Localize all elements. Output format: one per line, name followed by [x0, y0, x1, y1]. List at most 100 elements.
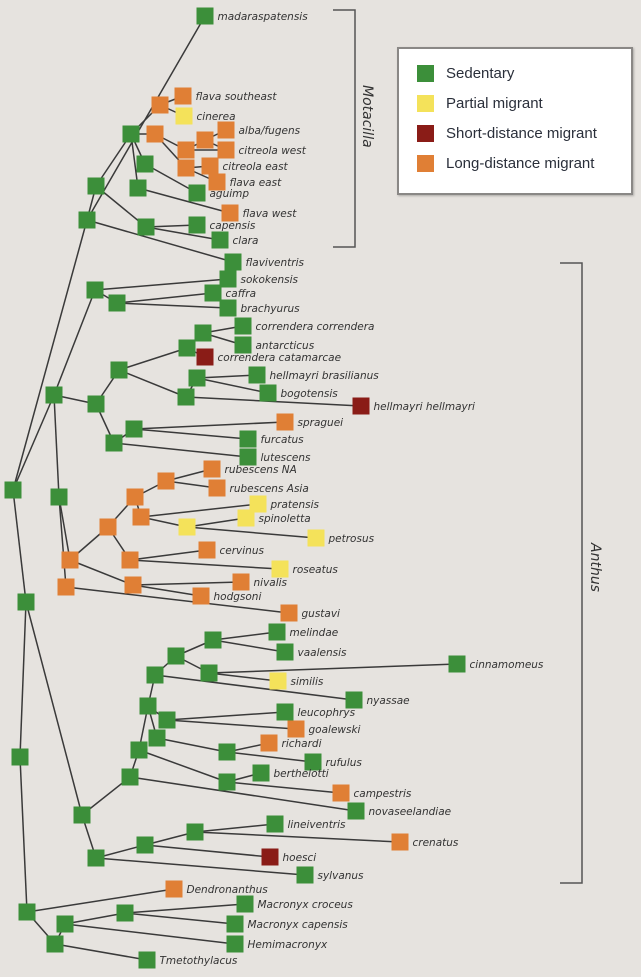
ancestral-node	[78, 211, 96, 229]
tree-branch	[124, 903, 246, 914]
tree-branch	[194, 831, 401, 843]
tree-branch	[133, 421, 286, 430]
ancestral-node	[146, 125, 164, 143]
leaf-node-rubescens-na	[203, 460, 221, 478]
leaf-label-similis: similis	[291, 676, 324, 688]
leaf-label-flava-east: flava east	[230, 177, 283, 189]
leaf-label-caffra: caffra	[226, 288, 257, 300]
leaf-node-madaraspatensis	[196, 7, 214, 25]
leaf-node-spraguei	[276, 413, 294, 431]
tree-branch	[140, 503, 259, 518]
ancestral-node	[17, 593, 35, 611]
leaf-node-sylvanus	[296, 866, 314, 884]
leaf-node-caffra	[204, 284, 222, 302]
leaf-label-vaalensis: vaalensis	[298, 647, 348, 659]
leaf-label-correndera-correndera: correndera correndera	[256, 321, 375, 333]
tree-branch	[118, 347, 188, 371]
leaf-node-correndera-catamarcae	[196, 348, 214, 366]
ancestral-node	[158, 711, 176, 729]
ancestral-node	[218, 743, 236, 761]
leaf-label-bogotensis: bogotensis	[281, 388, 339, 400]
ancestral-node	[124, 576, 142, 594]
leaf-node-flaviventris	[224, 253, 242, 271]
tree-branch	[186, 526, 317, 539]
tree-branch	[196, 377, 269, 394]
leaf-label-antarcticus: antarcticus	[256, 340, 315, 352]
leaf-node-lutescens	[239, 448, 257, 466]
tree-branch	[54, 943, 148, 961]
short-distance-swatch-icon	[417, 125, 434, 142]
legend-item-partial-migrant: Partial migrant	[417, 95, 543, 112]
leaf-node-furcatus	[239, 430, 257, 448]
clade-brackets	[333, 9, 583, 884]
clade-bracket	[560, 262, 583, 884]
tree-branch	[144, 844, 271, 858]
ancestral-node	[188, 369, 206, 387]
leaf-node-rubescens-asia	[208, 479, 226, 497]
ancestral-node	[139, 697, 157, 715]
leaf-label-correndera-catamarcae: correndera catamarcae	[218, 352, 342, 364]
leaf-node-cervinus	[198, 541, 216, 559]
tree-branch	[208, 663, 458, 674]
leaf-label-cinerea: cinerea	[197, 111, 236, 123]
partial-migrant-swatch-icon	[417, 95, 434, 112]
ancestral-node	[46, 935, 64, 953]
leaf-node-hellmayri-brasilianus	[248, 366, 266, 384]
tree-branch	[12, 489, 27, 603]
tree-branch	[129, 559, 281, 570]
ancestral-node	[87, 849, 105, 867]
tree-branch	[226, 751, 314, 763]
ancestral-node	[11, 748, 29, 766]
ancestral-node	[200, 664, 218, 682]
clade-label-anthus: Anthus	[587, 543, 603, 592]
tree-branch	[226, 781, 342, 794]
long-distance-swatch-icon	[417, 155, 434, 172]
ancestral-node	[105, 434, 123, 452]
leaf-node-alba-fugens	[217, 121, 235, 139]
tree-branch	[58, 496, 71, 561]
tree-branch	[138, 749, 228, 783]
leaf-label-spraguei: spraguei	[298, 417, 344, 429]
tree-branch	[19, 756, 28, 913]
leaf-node-tmetothylacus	[138, 951, 156, 969]
leaf-label-petrosus: petrosus	[328, 533, 375, 545]
leaf-node-melindae	[268, 623, 286, 641]
ancestral-node	[110, 361, 128, 379]
leaf-node-goalewskii	[287, 720, 305, 738]
ancestral-node	[177, 141, 195, 159]
leaf-node-campestris	[332, 784, 350, 802]
leaf-node-clara	[211, 231, 229, 249]
leaf-node-antarcticus	[234, 336, 252, 354]
leaf-node-hodgsoni	[192, 587, 210, 605]
leaf-label-madaraspatensis: madaraspatensis	[218, 11, 309, 23]
ancestral-node	[186, 823, 204, 841]
legend-label: Partial migrant	[446, 95, 543, 112]
leaf-node-macronyx-capensis	[226, 915, 244, 933]
tree-branch	[137, 187, 231, 214]
leaf-node-citreola-east	[201, 157, 219, 175]
tree-nodes	[4, 7, 466, 969]
leaf-label-lineiventris: lineiventris	[288, 819, 347, 831]
leaf-node-crenatus	[391, 833, 409, 851]
leaf-node-spinoletta	[237, 509, 255, 527]
leaf-label-hodgsoni: hodgsoni	[214, 591, 262, 603]
ancestral-node	[126, 488, 144, 506]
leaf-node-gustavi	[280, 604, 298, 622]
tree-branch	[69, 559, 134, 586]
leaf-label-leucophrys: leucophrys	[298, 707, 356, 719]
ancestral-node	[57, 578, 75, 596]
leaf-label-brachyurus: brachyurus	[241, 303, 301, 315]
ancestral-node	[196, 131, 214, 149]
tree-branch	[64, 912, 126, 925]
leaf-node-capensis	[188, 216, 206, 234]
leaf-label-clara: clara	[233, 235, 259, 247]
leaf-node-flava-east	[208, 173, 226, 191]
leaf-label-cinnamomeus: cinnamomeus	[470, 659, 544, 671]
legend-label: Sedentary	[446, 65, 515, 82]
ancestral-node	[148, 729, 166, 747]
tree-branch	[19, 601, 27, 758]
leaf-node-leucophrys	[276, 703, 294, 721]
tree-branch	[64, 923, 236, 945]
tree-branch	[132, 584, 202, 597]
sedentary-swatch-icon	[417, 65, 434, 82]
